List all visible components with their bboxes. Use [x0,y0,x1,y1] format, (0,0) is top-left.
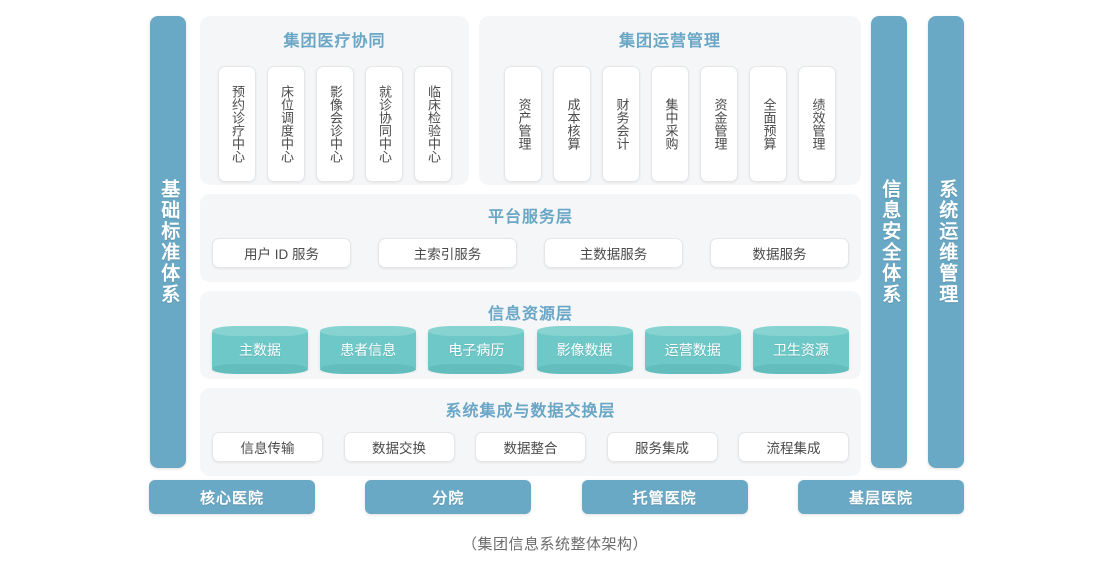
clinical-card[interactable]: 影像会诊中心 [315,66,354,182]
integration-card[interactable]: 流程集成 [738,432,849,462]
database-cylinder-icon[interactable]: 影像数据 [536,326,633,374]
operations-card-label: 资金管理 [712,98,728,150]
operations-card-label: 资产管理 [516,98,532,150]
platform-service-card[interactable]: 主数据服务 [544,238,683,268]
clinical-card[interactable]: 临床检验中心 [413,66,452,182]
hospital-bar[interactable]: 基层医院 [797,480,964,514]
integration-card[interactable]: 信息传输 [212,432,323,462]
operations-card-label: 财务会计 [614,98,630,150]
panel-group-operations-title: 集团运营管理 [618,33,721,50]
database-cylinder-label: 电子病历 [448,342,505,358]
database-cylinder-icon[interactable]: 运营数据 [644,326,741,374]
pillar-information-security-label: 信息安全体系 [879,179,901,305]
panel-clinical-collaboration-title: 集团医疗协同 [283,33,386,50]
clinical-card-label: 床位调度中心 [278,85,294,163]
clinical-card-label: 就诊协同中心 [376,85,392,163]
integration-card[interactable]: 数据整合 [475,432,586,462]
hospital-bar-row: 核心医院 分院 托管医院 基层医院 [149,480,964,514]
database-cylinder-label: 影像数据 [556,342,613,358]
integration-card[interactable]: 数据交换 [343,432,455,462]
clinical-card[interactable]: 预约诊疗中心 [217,66,256,182]
operations-card-label: 集中采购 [663,98,679,150]
clinical-card[interactable]: 就诊协同中心 [364,66,403,182]
platform-service-card[interactable]: 数据服务 [710,238,849,268]
panel-group-operations: 集团运营管理 资产管理 成本核算 财务会计 集中采购 资金管理 全面预算 绩效管… [479,16,861,185]
panel-clinical-collaboration: 集团医疗协同 预约诊疗中心 床位调度中心 影像会诊中心 就诊协同中心 临床检验中… [200,16,469,185]
database-cylinder-label: 运营数据 [664,342,721,358]
operations-card[interactable]: 资产管理 [504,66,542,182]
pillar-system-operations[interactable]: 系统运维管理 [928,16,964,468]
clinical-card-label: 预约诊疗中心 [229,85,245,163]
platform-service-card-row: 用户 ID 服务 主索引服务 主数据服务 数据服务 [212,238,849,268]
hospital-bar[interactable]: 核心医院 [149,480,315,514]
platform-service-card[interactable]: 主索引服务 [378,238,517,268]
platform-service-card[interactable]: 用户 ID 服务 [212,238,351,268]
operations-card-label: 绩效管理 [810,98,826,150]
pillar-information-security[interactable]: 信息安全体系 [871,16,907,468]
operations-card-label: 成本核算 [565,98,581,150]
panel-information-resource-layer: 信息资源层 主数据 患者信息 电子病历 影像数据 运营数据 卫生资源 [200,291,861,379]
database-cylinder-label: 卫生资源 [772,342,829,358]
operations-card[interactable]: 集中采购 [651,66,689,182]
diagram-caption: （集团信息系统整体架构） [461,536,648,553]
operations-card[interactable]: 全面预算 [749,66,787,182]
operations-card[interactable]: 财务会计 [602,66,640,182]
integration-card[interactable]: 服务集成 [606,432,718,462]
operations-card-label: 全面预算 [761,98,777,150]
operations-card[interactable]: 资金管理 [700,66,738,182]
clinical-card-label: 临床检验中心 [425,85,441,163]
clinical-card[interactable]: 床位调度中心 [266,66,305,182]
panel-platform-service-layer-title: 平台服务层 [487,209,573,226]
pillar-foundation-standards[interactable]: 基础标准体系 [150,16,186,468]
clinical-card-label: 影像会诊中心 [327,85,343,163]
pillar-system-operations-label: 系统运维管理 [936,179,958,305]
operations-card[interactable]: 绩效管理 [798,66,836,182]
panel-platform-service-layer: 平台服务层 用户 ID 服务 主索引服务 主数据服务 数据服务 [200,194,861,282]
database-cylinder-icon[interactable]: 电子病历 [428,326,525,374]
clinical-card-row: 预约诊疗中心 床位调度中心 影像会诊中心 就诊协同中心 临床检验中心 [200,66,469,182]
database-cylinder-label: 患者信息 [340,342,397,358]
operations-card[interactable]: 成本核算 [553,66,591,182]
integration-card-row: 信息传输 数据交换 数据整合 服务集成 流程集成 [212,432,849,462]
database-cylinder-icon[interactable]: 主数据 [212,326,308,374]
panel-information-resource-layer-title: 信息资源层 [487,306,573,323]
resource-cylinder-row: 主数据 患者信息 电子病历 影像数据 运营数据 卫生资源 [212,326,849,374]
database-cylinder-icon[interactable]: 卫生资源 [752,326,849,374]
database-cylinder-label: 主数据 [239,342,281,358]
operations-card-row: 资产管理 成本核算 财务会计 集中采购 资金管理 全面预算 绩效管理 [479,66,861,182]
hospital-bar[interactable]: 分院 [365,480,532,514]
panel-integration-layer: 系统集成与数据交换层 信息传输 数据交换 数据整合 服务集成 流程集成 [200,388,861,476]
hospital-bar[interactable]: 托管医院 [581,480,748,514]
panel-integration-layer-title: 系统集成与数据交换层 [445,403,616,420]
database-cylinder-icon[interactable]: 患者信息 [320,326,417,374]
pillar-foundation-standards-label: 基础标准体系 [158,179,180,305]
